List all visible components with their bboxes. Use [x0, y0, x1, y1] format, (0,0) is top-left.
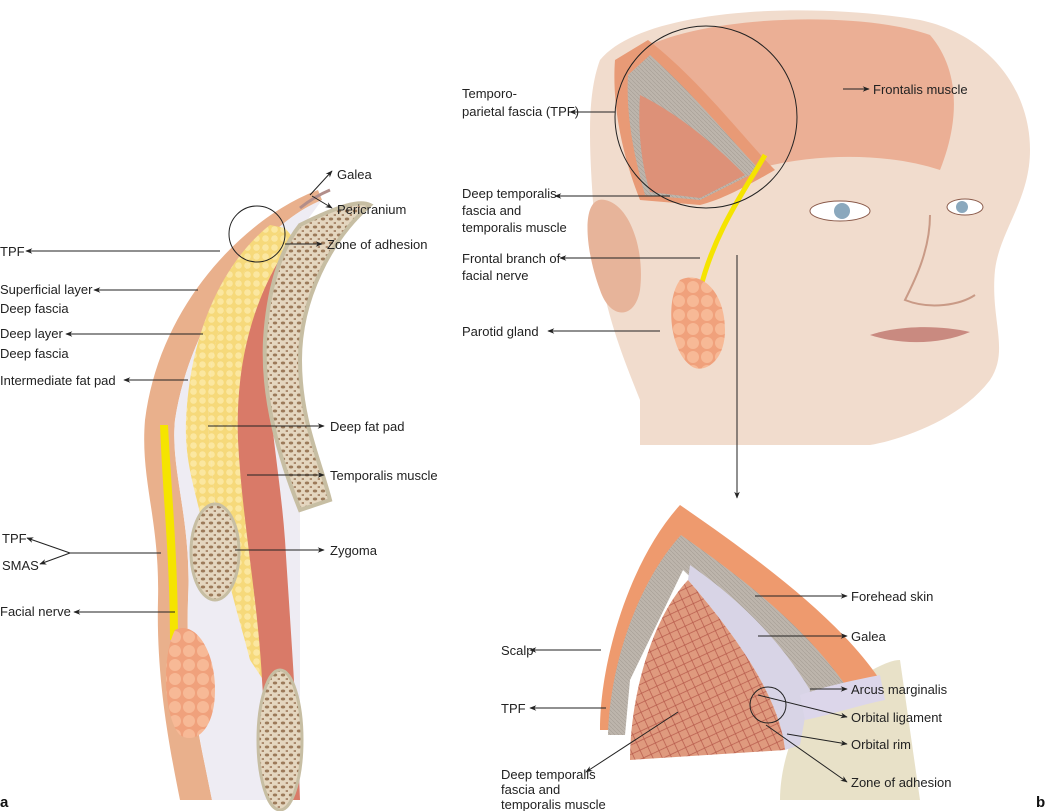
label-tpf: TPF [0, 244, 25, 259]
zygoma-bone [189, 502, 241, 602]
label-deep-temporalis-detail-line2: fascia and [501, 782, 560, 797]
label-deep-temporalis-line2: fascia and [462, 203, 521, 218]
label-pericranium: Pericranium [337, 202, 406, 217]
label-intermediate-fat-pad: Intermediate fat pad [0, 373, 116, 388]
mandible-bone [256, 668, 304, 811]
panel-b-leaders [529, 86, 870, 783]
label-frontal-branch-line1: Frontal branch of [462, 251, 561, 266]
label-forehead-skin: Forehead skin [851, 589, 933, 604]
parotid-gland-b [671, 277, 725, 369]
iris-left [956, 201, 968, 213]
label-deep-temporalis-line3: temporalis muscle [462, 220, 567, 235]
iris-right [834, 203, 850, 219]
detail-fascia-band [688, 565, 810, 750]
parotid-gland-graphic [165, 628, 215, 738]
panel-letter-a: a [0, 794, 9, 811]
label-scalp: Scalp [501, 643, 534, 658]
label-zone-of-adhesion: Zone of adhesion [327, 237, 427, 252]
label-deep-layer-deep-fascia: Deep fascia [0, 346, 69, 361]
frontal-nerve-graphic [697, 153, 768, 291]
label-temporoparietal-fascia-line2: parietal fascia (TPF) [462, 104, 579, 119]
detail-galea [608, 535, 852, 735]
panel-a-leaders [25, 170, 333, 615]
orbital-ligament-circle [749, 686, 787, 724]
label-orbital-ligament: Orbital ligament [851, 710, 942, 725]
label-smas: SMAS [2, 558, 39, 573]
label-zygoma: Zygoma [330, 543, 378, 558]
temporalis-muscle [237, 236, 310, 800]
label-parotid-gland: Parotid gland [462, 324, 539, 339]
panel-letter-b: b [1036, 794, 1045, 811]
label-facial-nerve: Facial nerve [0, 604, 71, 619]
detail-mesh-muscle [630, 580, 785, 760]
label-tpf-lower: TPF [2, 531, 27, 546]
label-deep-temporalis-line1: Deep temporalis [462, 186, 557, 201]
label-galea-detail: Galea [851, 629, 886, 644]
detail-arcus-band [800, 675, 885, 720]
label-temporoparietal-fascia-line1: Temporo- [462, 86, 517, 101]
facial-nerve-graphic [160, 425, 178, 640]
panel-b-labels: Temporo- parietal fascia (TPF) Deep temp… [462, 82, 1045, 811]
label-deep-layer: Deep layer [0, 326, 64, 341]
label-deep-temporalis-detail-line1: Deep temporalis [501, 767, 596, 782]
label-temporalis-muscle: Temporalis muscle [330, 468, 438, 483]
detail-bone [780, 660, 920, 800]
skin-layer [144, 190, 322, 800]
label-arcus-marginalis: Arcus marginalis [851, 682, 948, 697]
label-superficial-layer-deep-fascia: Deep fascia [0, 301, 69, 316]
temporal-muscle-view [639, 95, 745, 198]
label-frontal-branch-line2: facial nerve [462, 268, 528, 283]
label-galea: Galea [337, 167, 372, 182]
panel-a-labels: Galea Pericranium Zone of adhesion TPF S… [0, 167, 438, 811]
intermediate-fat-pad [185, 225, 285, 540]
label-superficial-layer: Superficial layer [0, 282, 93, 297]
panel-b-detail-illustration [600, 505, 920, 800]
panel-b-head-illustration [587, 10, 1030, 499]
label-orbital-rim: Orbital rim [851, 737, 911, 752]
panel-a-illustration [144, 188, 374, 811]
zone-of-adhesion-circle [228, 205, 286, 263]
label-frontalis-muscle: Frontalis muscle [873, 82, 968, 97]
label-deep-fat-pad: Deep fat pad [330, 419, 404, 434]
skull-bone [262, 201, 374, 513]
nose [903, 214, 976, 307]
label-tpf-detail: TPF [501, 701, 526, 716]
detail-circle [614, 25, 798, 209]
label-zone-of-adhesion-detail: Zone of adhesion [851, 775, 951, 790]
ear [587, 199, 641, 313]
mouth [870, 327, 970, 343]
label-deep-temporalis-detail-line3: temporalis muscle [501, 797, 606, 811]
